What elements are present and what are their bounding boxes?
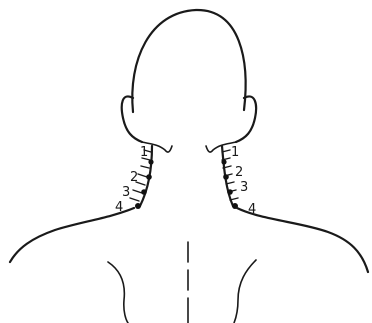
right-label-1: 1 (231, 145, 239, 160)
left-label-2: 2 (130, 170, 138, 185)
left-node-4 (135, 203, 141, 209)
left-label-3: 3 (122, 185, 130, 200)
left-node-1 (148, 159, 153, 164)
right-label-3: 3 (240, 180, 248, 195)
left-shoulder (10, 208, 134, 262)
right-node-2 (223, 174, 229, 180)
right-node-1 (221, 159, 226, 164)
left-back-curve (108, 262, 128, 323)
right-label-2: 2 (235, 165, 243, 180)
right-ear (236, 96, 256, 142)
left-node-2 (146, 174, 152, 180)
head-outline (132, 10, 245, 112)
right-node-3 (227, 189, 233, 195)
left-label-1: 1 (140, 145, 148, 160)
left-node-3 (141, 189, 147, 195)
right-shoulder (237, 208, 368, 272)
right-back-curve (234, 260, 256, 323)
